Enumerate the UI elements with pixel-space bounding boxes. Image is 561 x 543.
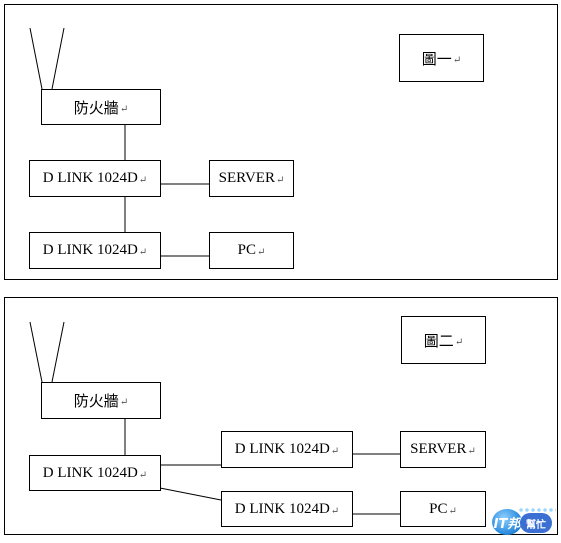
paragraph-mark: ↵ (275, 175, 285, 186)
paragraph-mark: ↵ (138, 469, 148, 481)
paragraph-mark: ↵ (256, 247, 266, 258)
fig2-antenna-right (51, 321, 65, 383)
paragraph-mark: ↵ (452, 54, 462, 66)
paragraph-mark: ↵ (448, 505, 457, 517)
fig2-switch-pc-label: D LINK 1024D (234, 500, 330, 517)
fig2-switch-main: D LINK 1024D↵ (29, 455, 161, 491)
fig2-antenna-left (29, 321, 43, 383)
fig1-switch-2-label: D LINK 1024D (42, 242, 138, 258)
fig2-switch-pc: D LINK 1024D↵ (221, 491, 353, 527)
fig1-server-label: SERVER (218, 170, 275, 186)
fig2-label: 圖二 (423, 333, 454, 350)
fig2-switch-server-label: D LINK 1024D (234, 441, 330, 457)
fig2-switch-main-label: D LINK 1024D (42, 464, 138, 481)
logo-dots (518, 507, 556, 513)
fig2-switch-server: D LINK 1024D↵ (221, 431, 353, 468)
fig1-firewall: 防火牆↵ (41, 89, 161, 125)
fig1-switch-1: D LINK 1024D↵ (29, 160, 161, 197)
fig2-pc-label: PC (429, 500, 448, 517)
paragraph-mark: ↵ (467, 446, 476, 457)
fig2-pc: PC↵ (400, 491, 486, 527)
fig2-label-box: 圖二↵ (401, 316, 486, 364)
fig2-firewall: 防火牆↵ (41, 382, 161, 419)
fig2-firewall-label: 防火牆 (73, 394, 119, 410)
paragraph-mark: ↵ (119, 103, 129, 115)
logo-badge: IT邦 (492, 509, 522, 535)
paragraph-mark: ↵ (330, 446, 340, 457)
paragraph-mark: ↵ (330, 505, 340, 517)
paragraph-mark: ↵ (454, 336, 464, 348)
fig1-pc: PC↵ (209, 232, 294, 269)
fig1-server: SERVER↵ (209, 160, 294, 197)
fig1-pc-label: PC (237, 242, 256, 258)
fig1-antenna-left (29, 27, 43, 90)
fig1-switch-2: D LINK 1024D↵ (29, 232, 161, 269)
fig1-switch-1-label: D LINK 1024D (42, 170, 138, 186)
fig1-label: 圖一 (421, 51, 452, 68)
fig1-antenna-right (51, 27, 65, 90)
paragraph-mark: ↵ (138, 175, 148, 186)
paragraph-mark: ↵ (138, 247, 148, 258)
fig2-server-label: SERVER (410, 441, 467, 457)
fig1-firewall-label: 防火牆 (73, 100, 119, 117)
fig1-label-box: 圖一↵ (399, 34, 484, 82)
fig2-server: SERVER↵ (400, 431, 486, 468)
logo-sub: 幫忙 (520, 513, 552, 533)
fig2-link-switch-switchpc (159, 487, 222, 501)
paragraph-mark: ↵ (119, 397, 129, 408)
ithome-logo: IT邦 幫忙 (492, 507, 558, 537)
